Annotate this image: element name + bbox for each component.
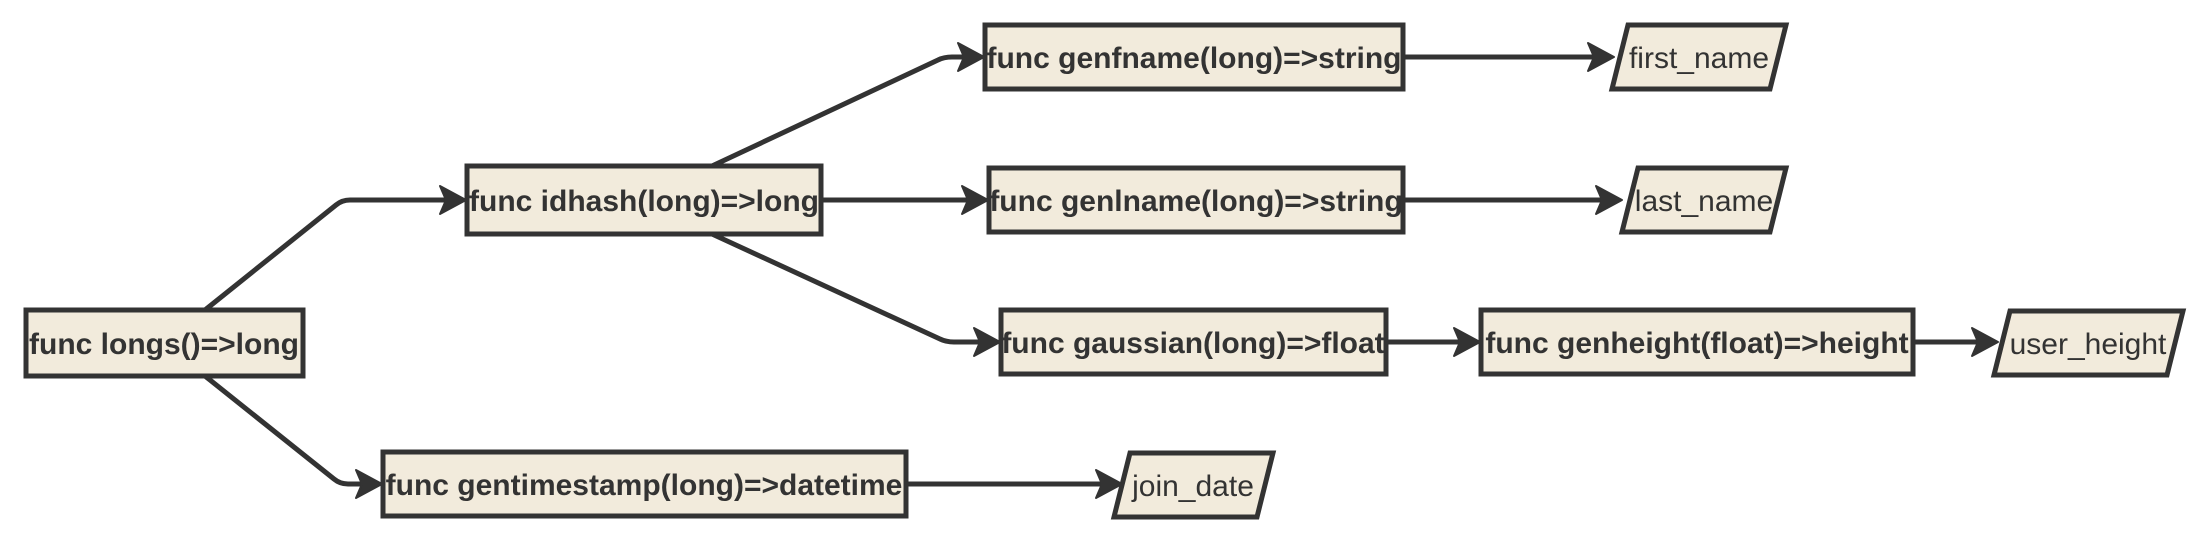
node-longs-label: func longs()=>long [29, 328, 299, 361]
node-gaussian: func gaussian(long)=>float [998, 307, 1389, 377]
node-gentimestamp-label: func gentimestamp(long)=>datetime [386, 469, 903, 502]
node-genheight: func genheight(float)=>height [1478, 307, 1916, 377]
output-user-height: user_height [1990, 308, 2187, 378]
edge-longs-to-gentimestamp [203, 374, 366, 487]
arrowhead-genfname [957, 42, 985, 72]
output-join-date-label: join_date [1131, 470, 1254, 503]
edge-idhash-to-genfname [710, 54, 968, 169]
node-longs: func longs()=>long [23, 307, 306, 379]
arrowhead-genlname [961, 185, 989, 215]
node-gaussian-label: func gaussian(long)=>float [1001, 327, 1384, 360]
arrowhead-user-height [1971, 327, 1999, 357]
arrowhead-first-name [1587, 42, 1615, 72]
node-idhash-label: func idhash(long)=>long [469, 185, 819, 218]
arrowhead-idhash [439, 185, 467, 215]
output-last-name-label: last_name [1635, 185, 1773, 218]
output-join-date: join_date [1110, 450, 1277, 520]
edge-longs-to-idhash [203, 197, 450, 312]
output-first-name: first_name [1608, 22, 1790, 92]
arrowhead-genheight [1453, 327, 1481, 357]
output-first-name-label: first_name [1629, 42, 1769, 75]
node-gentimestamp: func gentimestamp(long)=>datetime [380, 449, 909, 519]
arrowhead-join-date [1095, 469, 1123, 499]
arrowhead-gaussian [973, 327, 1001, 357]
arrowhead-gentimestamp [355, 469, 383, 499]
edges [203, 42, 1999, 499]
output-last-name: last_name [1618, 165, 1790, 235]
node-genlname-label: func genlname(long)=>string [989, 185, 1402, 218]
output-user-height-label: user_height [2010, 328, 2167, 361]
node-genfname: func genfname(long)=>string [982, 22, 1406, 92]
node-genheight-label: func genheight(float)=>height [1485, 327, 1908, 360]
node-genlname: func genlname(long)=>string [986, 165, 1406, 235]
node-genfname-label: func genfname(long)=>string [986, 42, 1401, 75]
node-idhash: func idhash(long)=>long [464, 163, 824, 237]
arrowhead-last-name [1595, 185, 1623, 215]
edge-idhash-to-gaussian [710, 231, 984, 345]
